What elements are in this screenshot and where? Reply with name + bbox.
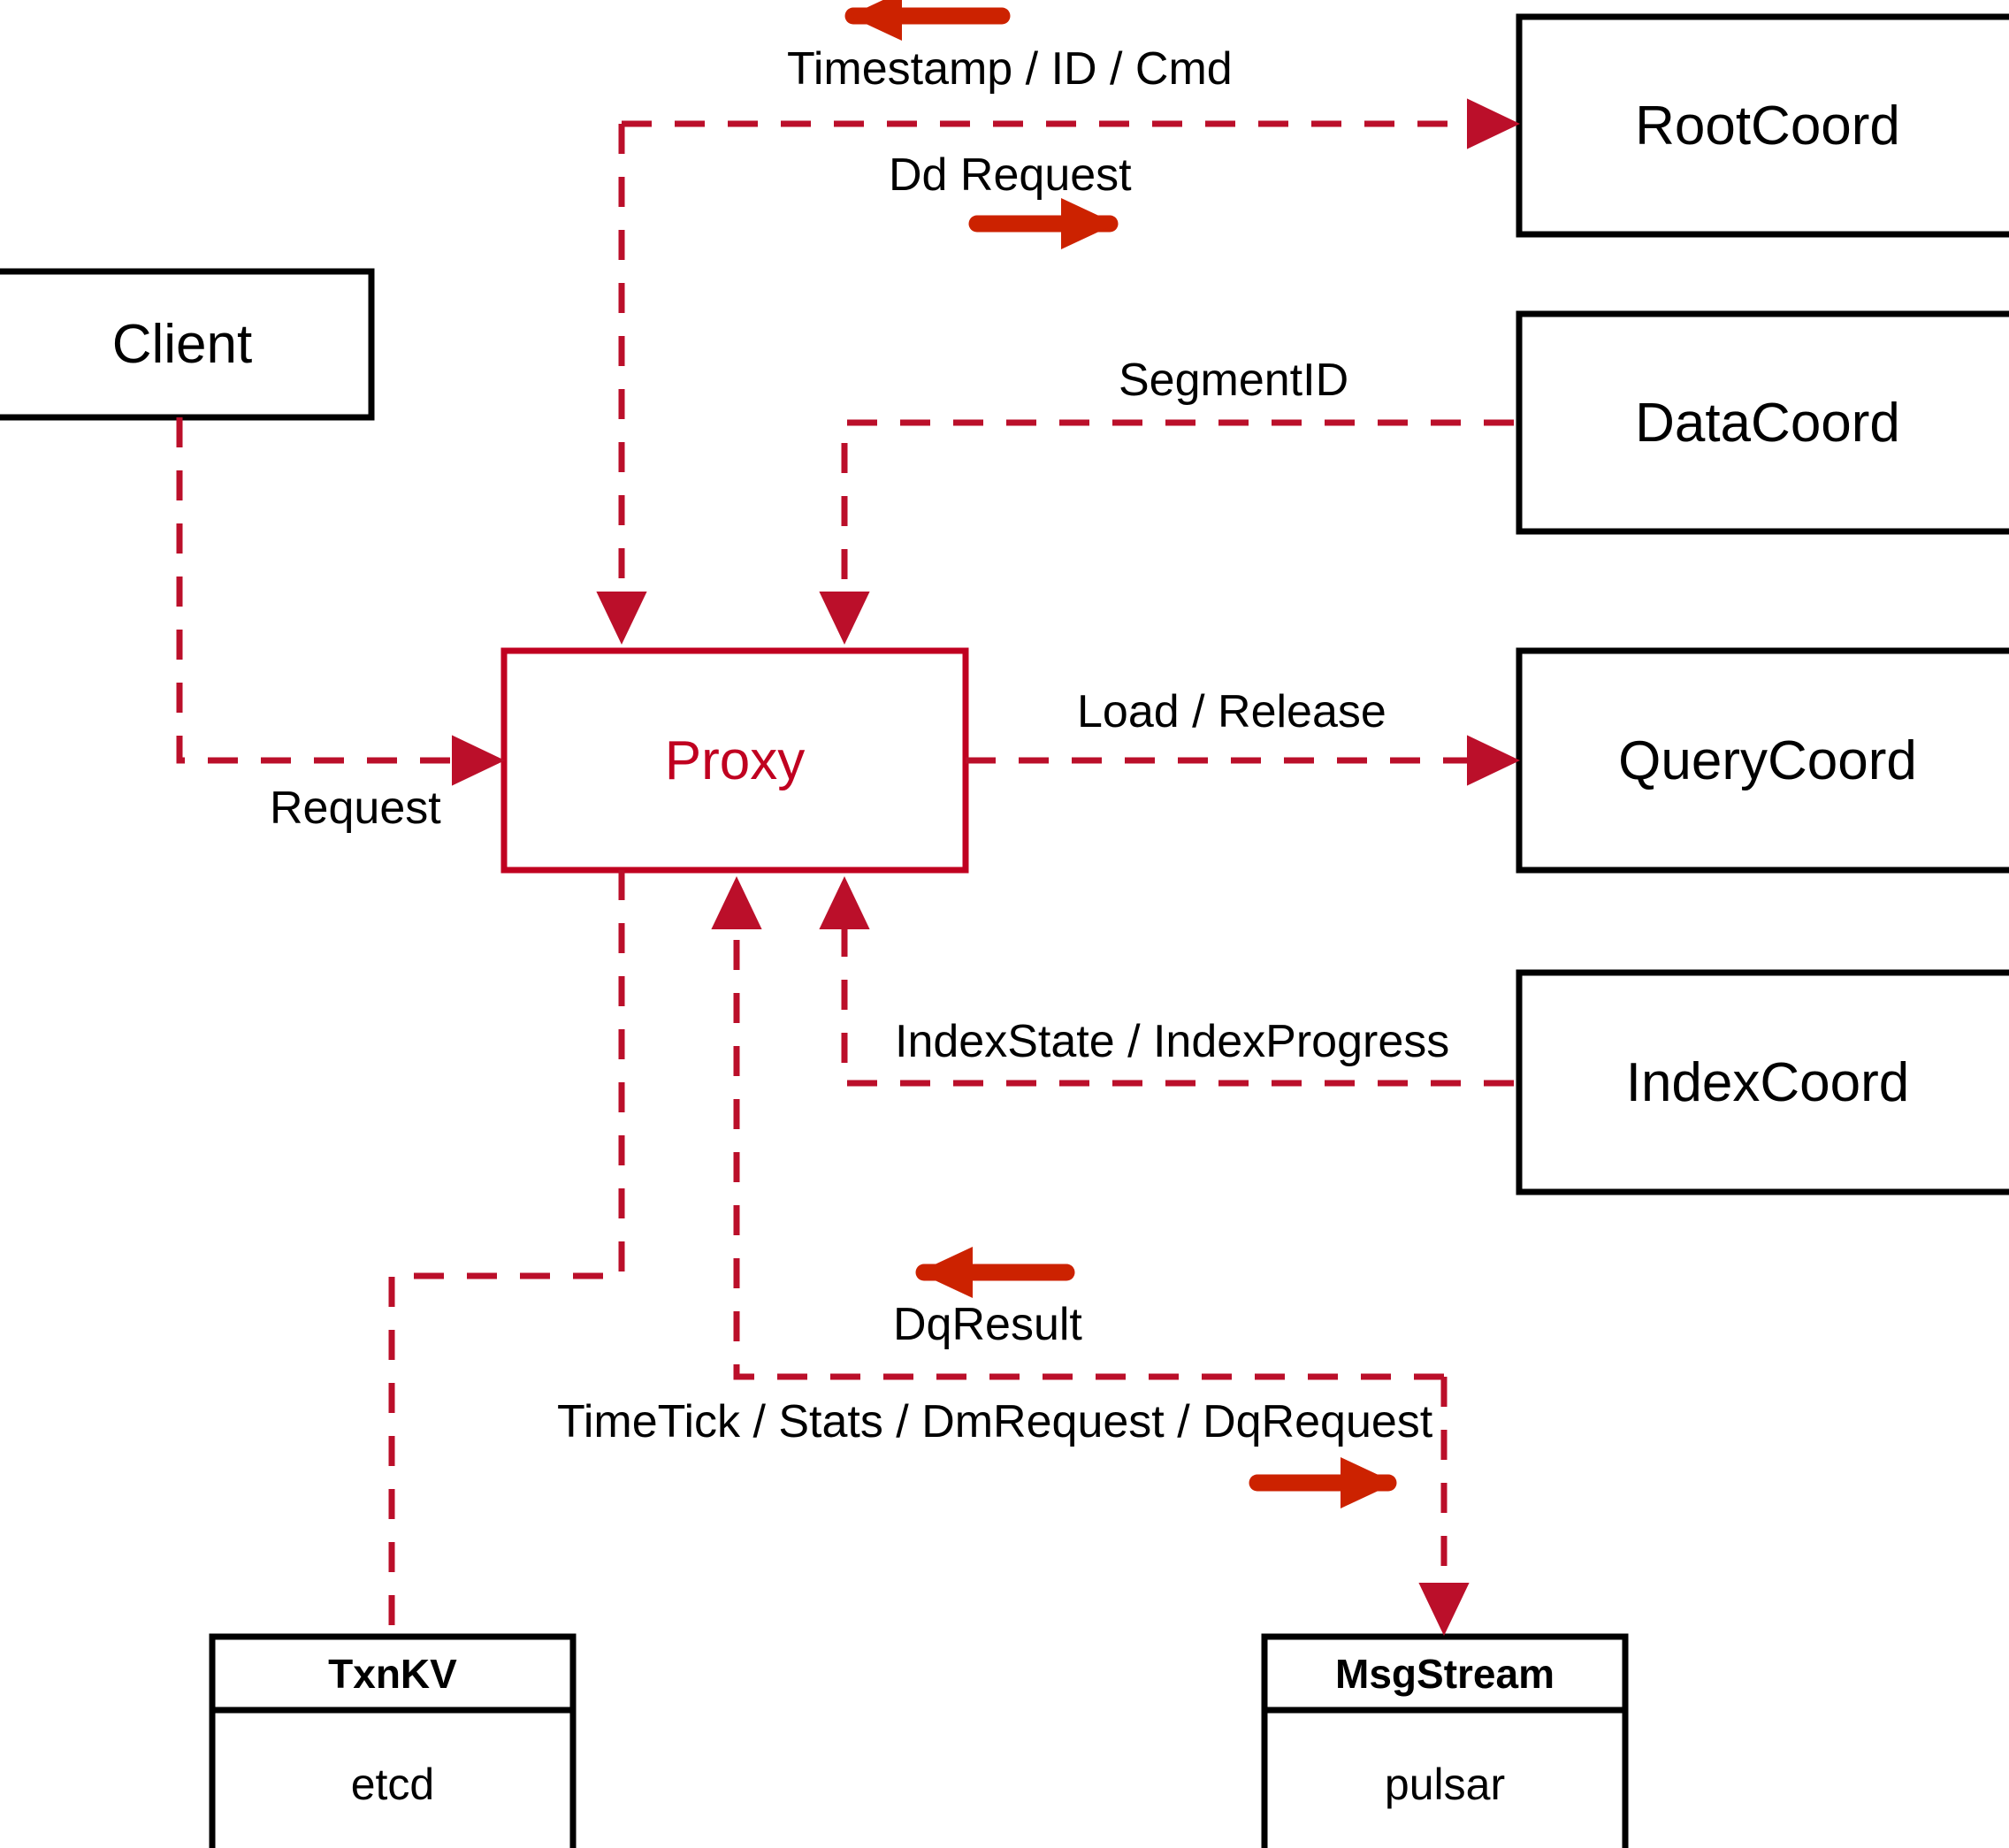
node-box-msgstream[interactable] [1261,1633,1629,1848]
edge-datacoord-proxy [819,419,1514,645]
direction-arrow-timetick-stats [1249,1457,1397,1508]
direction-arrow-dd-request [968,198,1119,249]
node-box-root-coord[interactable] [1516,13,2009,238]
edge-msgstream-proxy [711,875,1444,1380]
edge-client-proxy [176,417,506,786]
edge-indexcoord-proxy [819,875,1514,1087]
node-box-txnkv[interactable] [209,1633,577,1848]
direction-arrow-dq-result [915,1247,1075,1298]
node-box-index-coord[interactable] [1516,969,2009,1195]
node-box-query-coord[interactable] [1516,647,2009,874]
node-box-client[interactable] [0,268,375,421]
direction-arrow-timestamp-id-cmd [844,0,1011,41]
node-box-data-coord[interactable] [1516,310,2009,535]
node-box-proxy[interactable] [500,647,969,874]
edge-proxy-txnkv [388,870,625,1637]
